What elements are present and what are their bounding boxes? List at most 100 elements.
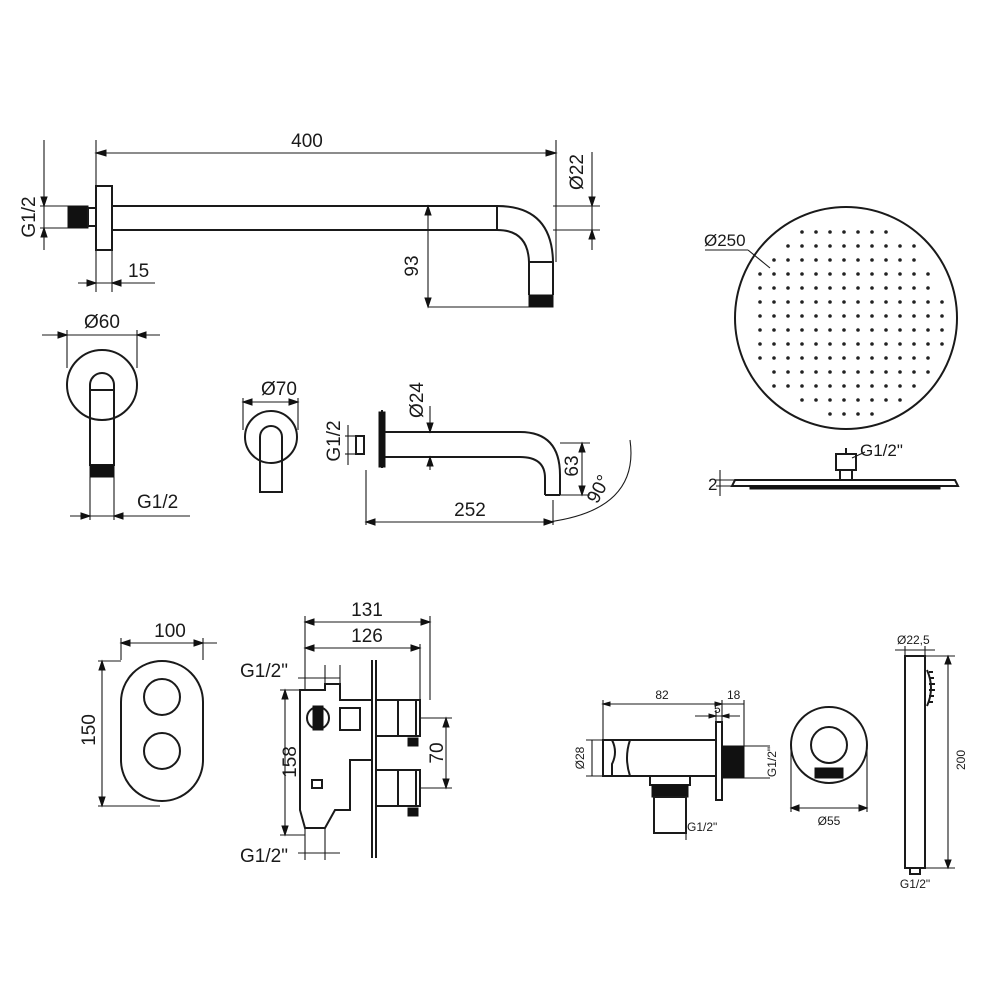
nozzle-dot [884, 230, 888, 234]
nozzle-dot [814, 272, 818, 276]
nozzle-dot [898, 258, 902, 262]
nozzle-dot [884, 258, 888, 262]
nozzle-dot [870, 384, 874, 388]
nozzle-dot [898, 356, 902, 360]
dim-spout-thread: G1/2 [324, 420, 345, 461]
nozzle-dot [814, 230, 818, 234]
arm-wall-flange [95, 185, 113, 251]
nozzle-dot [800, 384, 804, 388]
nozzle-dot [842, 356, 846, 360]
nozzle-dot [814, 286, 818, 290]
nozzle-dot [786, 342, 790, 346]
arm-thread-stub [67, 205, 89, 229]
dim-valve-spacing: 70 [427, 742, 448, 763]
nozzle-dot [926, 272, 930, 276]
nozzle-dot [814, 300, 818, 304]
nozzle-dot [758, 314, 762, 318]
nozzle-dot [870, 314, 874, 318]
nozzle-dot [898, 314, 902, 318]
nozzle-dot [856, 398, 860, 402]
nozzle-dot [786, 272, 790, 276]
dim-arm-diameter: Ø22 [567, 154, 588, 190]
nozzle-dot [828, 342, 832, 346]
nozzle-dot [758, 300, 762, 304]
nozzle-dot [828, 244, 832, 248]
nozzle-dot [800, 356, 804, 360]
nozzle-dot [870, 230, 874, 234]
nozzle-dot [912, 286, 916, 290]
nozzle-dot [828, 272, 832, 276]
nozzle-dot [842, 328, 846, 332]
nozzle-dot [828, 412, 832, 416]
valve-body-view: 131 126 G1/2" 158 70 G1/2" [240, 600, 452, 867]
nozzle-dot [814, 258, 818, 262]
dim-head-thread: G1/2" [860, 441, 903, 460]
nozzle-dot [856, 412, 860, 416]
nozzle-dot [870, 258, 874, 262]
nozzle-dot [758, 342, 762, 346]
nozzle-dot [814, 244, 818, 248]
nozzle-dot [898, 398, 902, 402]
nozzle-dot [940, 314, 944, 318]
nozzle-dot [898, 328, 902, 332]
dim-outlet-length: 82 [655, 688, 669, 702]
dim-plate-height: 150 [79, 714, 100, 746]
nozzle-dot [856, 314, 860, 318]
spout-rose-view: Ø70 [241, 379, 300, 493]
dim-outlet-gap: 5 [714, 702, 721, 716]
nozzle-dot [870, 244, 874, 248]
cover-plate-view: 100 150 [79, 621, 217, 808]
nozzle-dot [800, 244, 804, 248]
nozzle-dot [786, 384, 790, 388]
wall-outlet-view: 82 18 5 Ø28 G1/2" G1/2" [573, 688, 779, 840]
dim-valve-inlet-bottom: G1/2" [240, 846, 288, 867]
nozzle-dot [772, 314, 776, 318]
nozzle-dot [940, 342, 944, 346]
nozzle-dot [884, 272, 888, 276]
nozzle-dot [884, 314, 888, 318]
nozzle-dot [926, 286, 930, 290]
nozzle-dot [856, 286, 860, 290]
nozzle-dot [842, 272, 846, 276]
nozzle-dot [926, 356, 930, 360]
nozzle-dot [940, 300, 944, 304]
nozzle-dot [856, 300, 860, 304]
nozzle-dot [800, 328, 804, 332]
nozzle-dot [800, 370, 804, 374]
nozzle-dot [842, 370, 846, 374]
nozzle-dot [870, 398, 874, 402]
nozzle-dot [842, 286, 846, 290]
dim-head-thickness: 2 [708, 475, 717, 494]
shower-head-nozzles [758, 230, 944, 416]
nozzle-dot [898, 384, 902, 388]
nozzle-dot [828, 314, 832, 318]
nozzle-dot [772, 356, 776, 360]
dim-spout-rose-diameter: Ø70 [261, 379, 297, 400]
dim-spout-length: 252 [454, 500, 486, 521]
nozzle-dot [772, 384, 776, 388]
nozzle-dot [772, 300, 776, 304]
nozzle-dot [912, 258, 916, 262]
nozzle-dot [870, 342, 874, 346]
nozzle-dot [898, 272, 902, 276]
nozzle-dot [884, 370, 888, 374]
nozzle-dot [926, 370, 930, 374]
nozzle-dot [814, 398, 818, 402]
escutcheon-view: Ø60 G1/2 [42, 312, 190, 520]
nozzle-dot [772, 328, 776, 332]
dim-outlet-rose-diameter: Ø55 [818, 814, 841, 828]
dim-outlet-thread-side: G1/2" [765, 747, 779, 777]
nozzle-dot [772, 370, 776, 374]
nozzle-dot [772, 286, 776, 290]
wall-spout-view: G1/2 Ø24 63 90° 252 [324, 382, 632, 526]
nozzle-dot [912, 314, 916, 318]
dim-escutcheon-thread: G1/2 [137, 492, 178, 513]
nozzle-dot [842, 258, 846, 262]
nozzle-dot [828, 370, 832, 374]
nozzle-dot [786, 244, 790, 248]
nozzle-dot [842, 398, 846, 402]
nozzle-dot [800, 272, 804, 276]
outlet-rose-view: Ø55 [789, 706, 869, 828]
nozzle-dot [828, 356, 832, 360]
